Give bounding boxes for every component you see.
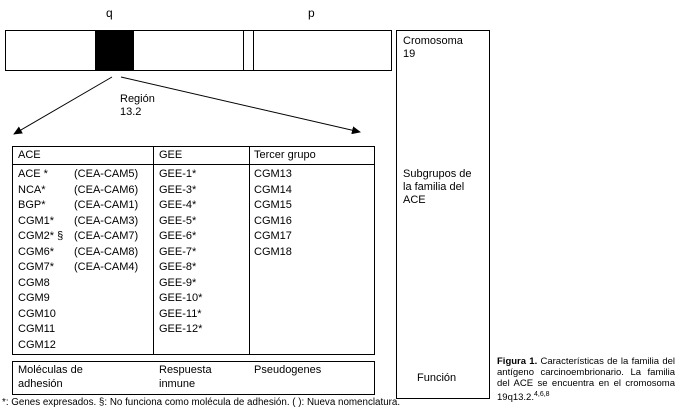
side-label-subgroups: Subgrupos de la familia del ACE [403,168,472,206]
gene-row: GEE-3* [159,183,247,199]
side-label-function: Función [417,372,457,384]
gene-row: CGM2* § (CEA-CAM7) [18,229,152,245]
gene-row: CGM17 [254,229,372,245]
gene-name: GEE-6* [159,230,197,242]
chromosome-centromere [243,31,254,70]
gene-row: CGM14 [254,183,372,199]
gene-name: NCA* [18,183,46,196]
gene-row: CGM18 [254,245,372,261]
gene-name: GEE-4* [159,199,197,211]
gene-row: CGM1* (CEA-CAM3) [18,214,152,230]
gene-row: ACE * (CEA-CAM5) [18,167,152,183]
figure-caption-body: Características de la familia del antíge… [497,356,675,404]
gene-name: CGM2* § [18,230,64,242]
gene-alias: (CEA-CAM1) [74,199,139,211]
gene-name: CGM8 [18,276,50,289]
gene-row: CGM6* (CEA-CAM8) [18,245,152,261]
gene-name: GEE-5* [159,214,197,227]
footnote: *: Genes expresados. §: No funciona como… [2,397,401,408]
gene-row: CGM7* (CEA-CAM4) [18,260,152,276]
gene-alias: (CEA-CAM8) [74,245,139,258]
table-header-tercer-grupo: Tercer grupo [254,149,316,161]
figure-caption-references: 4,6,8 [533,391,550,398]
gene-alias: (CEA-CAM6) [74,183,139,196]
function-label-immune: Respuesta inmune [159,364,212,390]
ace-group-column: ACE * (CEA-CAM5) NCA* (CEA-CAM6) BGP* (CEA-… [18,167,152,353]
gene-name: GEE-11* [159,307,202,320]
gene-alias: (CEA-CAM5) [74,168,139,180]
gene-row: GEE-12* [159,322,247,338]
third-group-column: CGM13 CGM14 CGM15 CGM16 CGM17 CGM18 [254,167,372,260]
side-annotation-box: Cromosoma 19 Subgrupos de la familia del… [396,30,490,399]
gene-name: CGM18 [254,245,292,258]
gene-name: CGM14 [254,183,292,196]
chromosome-band-13-2 [95,31,134,70]
gene-row: GEE-6* [159,229,247,245]
gene-row: GEE-11* [159,307,247,323]
gene-alias: (CEA-CAM3) [74,214,139,227]
gene-name: GEE-12* [159,323,203,335]
gene-row: GEE-1* [159,167,247,183]
gene-name: GEE-7* [159,245,197,258]
gene-row: GEE-5* [159,214,247,230]
function-label-pseudogenes: Pseudogenes [254,364,322,376]
gene-name: CGM16 [254,214,292,227]
gene-name: CGM15 [254,199,292,211]
gene-row: CGM13 [254,167,372,183]
chromosome-ideogram [5,30,392,71]
gene-row: GEE-7* [159,245,247,261]
gene-name: GEE-1* [159,168,197,180]
chromosome-p-arm-label: p [308,6,315,20]
figure-caption-label: Figura 1. [497,356,538,367]
function-row-box: Moléculas de adhesión Respuesta inmune P… [12,361,375,395]
gene-name: CGM10 [18,307,56,320]
table-header-row: ACE GEE Tercer grupo [13,147,374,165]
gene-name: BGP* [18,199,46,211]
gene-row: GEE-4* [159,198,247,214]
gene-name: CGM1* [18,214,55,227]
gene-alias: (CEA-CAM4) [74,261,139,273]
region-label: Región 13.2 [120,93,155,118]
gene-alias: (CEA-CAM7) [74,230,139,242]
gene-name: GEE-10* [159,292,203,304]
gene-row: GEE-8* [159,260,247,276]
gene-row: GEE-10* [159,291,247,307]
gene-row: CGM12 [18,338,152,354]
gene-name: GEE-9* [159,276,197,289]
gene-row: GEE-9* [159,276,247,292]
column-divider [249,147,250,354]
table-header-ace: ACE [18,149,41,161]
gene-row: BGP* (CEA-CAM1) [18,198,152,214]
gene-name: CGM9 [18,292,50,304]
gene-row: CGM8 [18,276,152,292]
gene-name: CGM11 [18,323,56,335]
table-header-gee: GEE [159,149,183,161]
gee-group-column: GEE-1* GEE-3* GEE-4* GEE-5* GEE-6* GEE-7… [159,167,247,338]
gene-row: CGM10 [18,307,152,323]
side-label-chromosome-19: Cromosoma 19 [403,35,463,60]
gene-name: GEE-8* [159,261,197,273]
column-divider [153,147,154,354]
gene-name: ACE * [18,168,48,180]
gene-row: CGM11 [18,322,152,338]
function-label-adhesion: Moléculas de adhesión [18,364,83,390]
gene-name: CGM17 [254,230,292,242]
gene-name: GEE-3* [159,183,197,196]
gene-name: CGM12 [18,338,56,351]
gene-row: NCA* (CEA-CAM6) [18,183,152,199]
gene-row: CGM16 [254,214,372,230]
gene-row: CGM9 [18,291,152,307]
region-pointer-arrows [13,76,361,135]
chromosome-q-arm-label: q [106,6,113,20]
gene-family-table: ACE GEE Tercer grupo ACE * (CEA-CAM5) NCA… [12,146,375,355]
gene-row: CGM15 [254,198,372,214]
gene-name: CGM7* [18,261,55,273]
gene-name: CGM6* [18,245,55,258]
gene-name: CGM13 [254,168,292,180]
figure-caption: Figura 1. Características de la familia … [497,356,675,403]
